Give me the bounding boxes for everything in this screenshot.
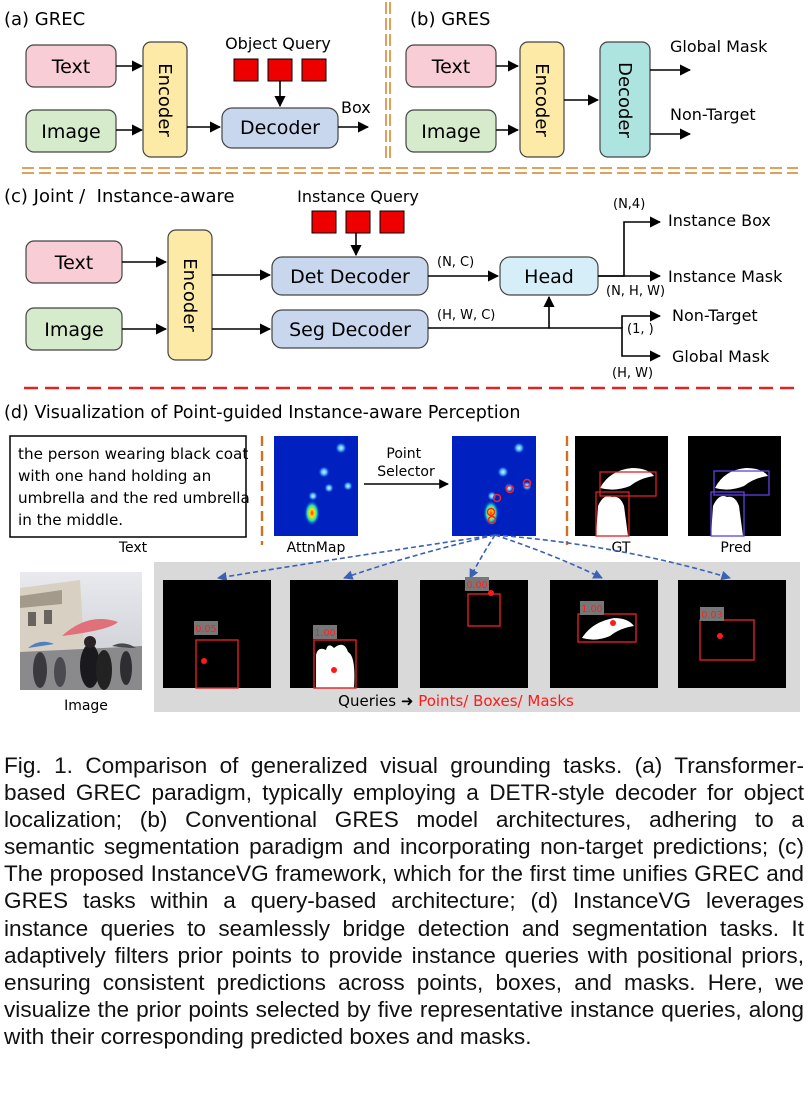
panel-b: (b) GRES Text Image Encoder Decoder Glob… [405, 9, 768, 158]
panel-c-title: (c) Joint / Instance-aware [4, 186, 235, 207]
gt-label: GT [612, 540, 631, 556]
decoder-box [221, 107, 339, 149]
query-square [345, 210, 371, 234]
decoder-label: Decoder [614, 62, 635, 138]
head-label: Head [524, 266, 574, 288]
det-decoder-label: Det Decoder [290, 266, 410, 288]
queries-legend: Queries ➜ Points/ Boxes/ Masks [338, 692, 574, 710]
queries-suffix: Points/ Boxes/ Masks [418, 692, 574, 710]
non-target-label: Non-Target [672, 306, 758, 325]
query-square [311, 210, 337, 234]
input-image [20, 572, 142, 690]
query-score: 0.03 [701, 610, 722, 621]
panel-d-title: (d) Visualization of Point-guided Instan… [4, 403, 520, 423]
query-score: 1.00 [581, 604, 602, 615]
dim-nc: (N, C) [437, 255, 474, 270]
figure: (a) GREC Text Image Encoder Object Query… [4, 2, 800, 714]
dim-1: (1, ) [627, 322, 654, 337]
query-tile: 0.03 [678, 580, 786, 688]
query-square [267, 58, 293, 82]
query-score: 1.00 [314, 628, 335, 639]
encoder-label: Encoder [531, 63, 552, 137]
attnmap-label: AttnMap [287, 540, 346, 556]
instance-query-label: Instance Query [297, 187, 419, 206]
seg-decoder-box [271, 309, 429, 349]
query-score: 0.00 [466, 580, 487, 591]
figure-caption: Fig. 1. Comparison of generalized visual… [4, 753, 804, 1049]
encoder-label: Encoder [179, 258, 200, 332]
instance-box-label: Instance Box [668, 211, 771, 230]
image-box-label: Image [44, 319, 104, 341]
text-box-label: Text [54, 252, 93, 274]
box-output-label: Box [341, 98, 371, 117]
non-target-label: Non-Target [670, 105, 756, 124]
query-tile: 1.00 [550, 580, 658, 688]
global-mask-label: Global Mask [672, 347, 770, 366]
dim-nhw: (N, H, W) [606, 284, 665, 299]
query-square [301, 58, 327, 82]
query-square [233, 58, 259, 82]
decoder-box [599, 41, 651, 158]
panel-c: (c) Joint / Instance-aware Instance Quer… [4, 186, 783, 381]
panel-a-title: (a) GREC [4, 9, 85, 30]
point-selector-label: Point Selector [377, 446, 435, 480]
query-tile: 0.05 [163, 580, 271, 689]
query-square [379, 210, 405, 234]
encoder-box [142, 41, 188, 158]
image-box [25, 109, 117, 153]
pred-label: Pred [720, 540, 751, 556]
gt-mask [575, 436, 668, 537]
query-score: 0.05 [195, 624, 216, 635]
query-arrows [217, 534, 731, 582]
panel-b-title: (b) GRES [410, 9, 490, 30]
query-tile: 1.00 [290, 580, 398, 689]
image-label: Image [64, 698, 108, 714]
pred-mask [688, 436, 781, 537]
dim-n4: (N,4) [613, 197, 645, 212]
encoder-box [167, 229, 213, 361]
text-box-label: Text [431, 56, 470, 78]
dim-hw: (H, W) [612, 366, 653, 381]
selected-points-map [452, 436, 536, 536]
image-box-label: Image [421, 121, 481, 143]
dim-hwc: (H, W, C) [437, 308, 495, 323]
queries-prefix: Queries ➜ [338, 692, 418, 710]
decoder-label: Decoder [240, 117, 320, 139]
expression-box [9, 435, 247, 538]
image-box [405, 109, 497, 153]
panel-d: (d) Visualization of Point-guided Instan… [4, 403, 800, 714]
image-box-label: Image [41, 121, 101, 143]
encoder-label: Encoder [154, 63, 175, 137]
query-tile: 0.00 [420, 577, 528, 688]
global-mask-label: Global Mask [670, 37, 768, 56]
seg-decoder-label: Seg Decoder [289, 319, 411, 341]
expression-text: the person wearing black coat with one h… [18, 445, 255, 529]
panel-a: (a) GREC Text Image Encoder Object Query… [4, 9, 371, 158]
attn-map [274, 436, 358, 536]
instance-mask-label: Instance Mask [668, 267, 783, 286]
text-box-label: Text [51, 56, 90, 78]
object-query-label: Object Query [225, 34, 331, 53]
text-label: Text [118, 540, 148, 556]
